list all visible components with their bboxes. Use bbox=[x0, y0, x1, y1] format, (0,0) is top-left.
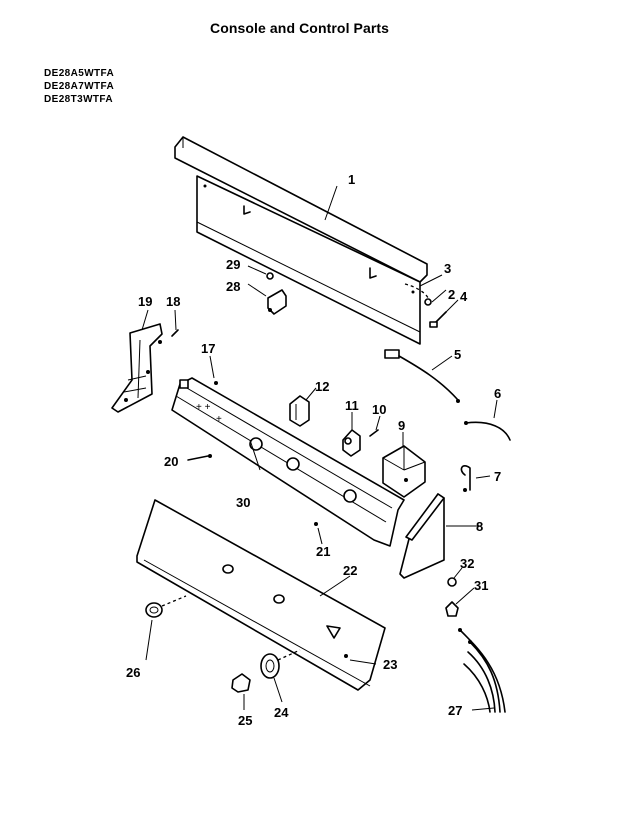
part-number-label: 7 bbox=[494, 469, 501, 484]
part-number-label: 31 bbox=[474, 578, 488, 593]
part-1-console-backguard bbox=[174, 136, 428, 345]
part-24-knob bbox=[260, 649, 301, 703]
part-22-front-panel bbox=[136, 499, 386, 691]
model-number: DE28A7WTFA bbox=[44, 81, 115, 92]
part-6-wire bbox=[464, 399, 511, 441]
part-11-switch bbox=[342, 412, 361, 457]
part-8-end-cap bbox=[399, 493, 480, 579]
part-19-left-bracket bbox=[111, 309, 163, 413]
part-27-wire-bundle bbox=[458, 628, 506, 713]
part-7-connector bbox=[460, 465, 491, 492]
part-number-label: 10 bbox=[372, 402, 386, 417]
part-26-bushing bbox=[145, 595, 187, 661]
part-number-label: 27 bbox=[448, 703, 462, 718]
part-28-clip bbox=[247, 283, 287, 315]
part-number-label: 5 bbox=[454, 347, 461, 362]
part-number-label: 6 bbox=[494, 386, 501, 401]
part-number-label: 8 bbox=[476, 519, 483, 534]
part-number-label: 21 bbox=[316, 544, 330, 559]
part-number-label: 32 bbox=[460, 556, 474, 571]
part-number-label: 23 bbox=[383, 657, 397, 672]
part-number-label: 20 bbox=[164, 454, 178, 469]
part-32-screw bbox=[447, 567, 463, 587]
part-number-label: 1 bbox=[348, 172, 355, 187]
part-21-screw bbox=[314, 522, 323, 545]
part-number-label: 12 bbox=[315, 379, 329, 394]
model-number: DE28A5WTFA bbox=[44, 68, 115, 79]
part-10-screw bbox=[369, 415, 381, 437]
part-number-label: 25 bbox=[238, 713, 252, 728]
part-number-label: 18 bbox=[166, 294, 180, 309]
part-12-switch-bracket bbox=[289, 387, 317, 427]
part-18-screw bbox=[171, 309, 179, 337]
part-number-label: 2 bbox=[448, 287, 455, 302]
part-number-label: 19 bbox=[138, 294, 152, 309]
part-number-label: 22 bbox=[343, 563, 357, 578]
part-number-label: 17 bbox=[201, 341, 215, 356]
part-31-clip bbox=[445, 587, 475, 617]
part-number-label: 24 bbox=[274, 705, 289, 720]
part-29-screw bbox=[247, 265, 274, 280]
part-number-label: 11 bbox=[345, 398, 359, 413]
part-5-wire-harness bbox=[384, 349, 460, 403]
part-25-knob-insert bbox=[231, 673, 251, 710]
part-number-label: 30 bbox=[236, 495, 250, 510]
svg-text:+: + bbox=[216, 414, 222, 425]
part-number-label: 29 bbox=[226, 257, 240, 272]
part-2-3-4-fasteners bbox=[404, 274, 459, 328]
model-number: DE28T3WTFA bbox=[44, 94, 114, 105]
part-number-label: 26 bbox=[126, 665, 140, 680]
part-number-label: 28 bbox=[226, 279, 240, 294]
part-number-label: 9 bbox=[398, 418, 405, 433]
svg-text:+ +: + + bbox=[196, 402, 211, 413]
part-number-label: 3 bbox=[444, 261, 451, 276]
part-17-screw bbox=[209, 355, 218, 385]
part-9-timer bbox=[382, 432, 426, 498]
part-20-screw bbox=[187, 454, 212, 461]
part-30-control-panel: + + + bbox=[171, 377, 405, 547]
part-23-screw bbox=[344, 654, 377, 665]
page-title: Console and Control Parts bbox=[210, 20, 390, 36]
part-number-label: 4 bbox=[460, 289, 468, 304]
